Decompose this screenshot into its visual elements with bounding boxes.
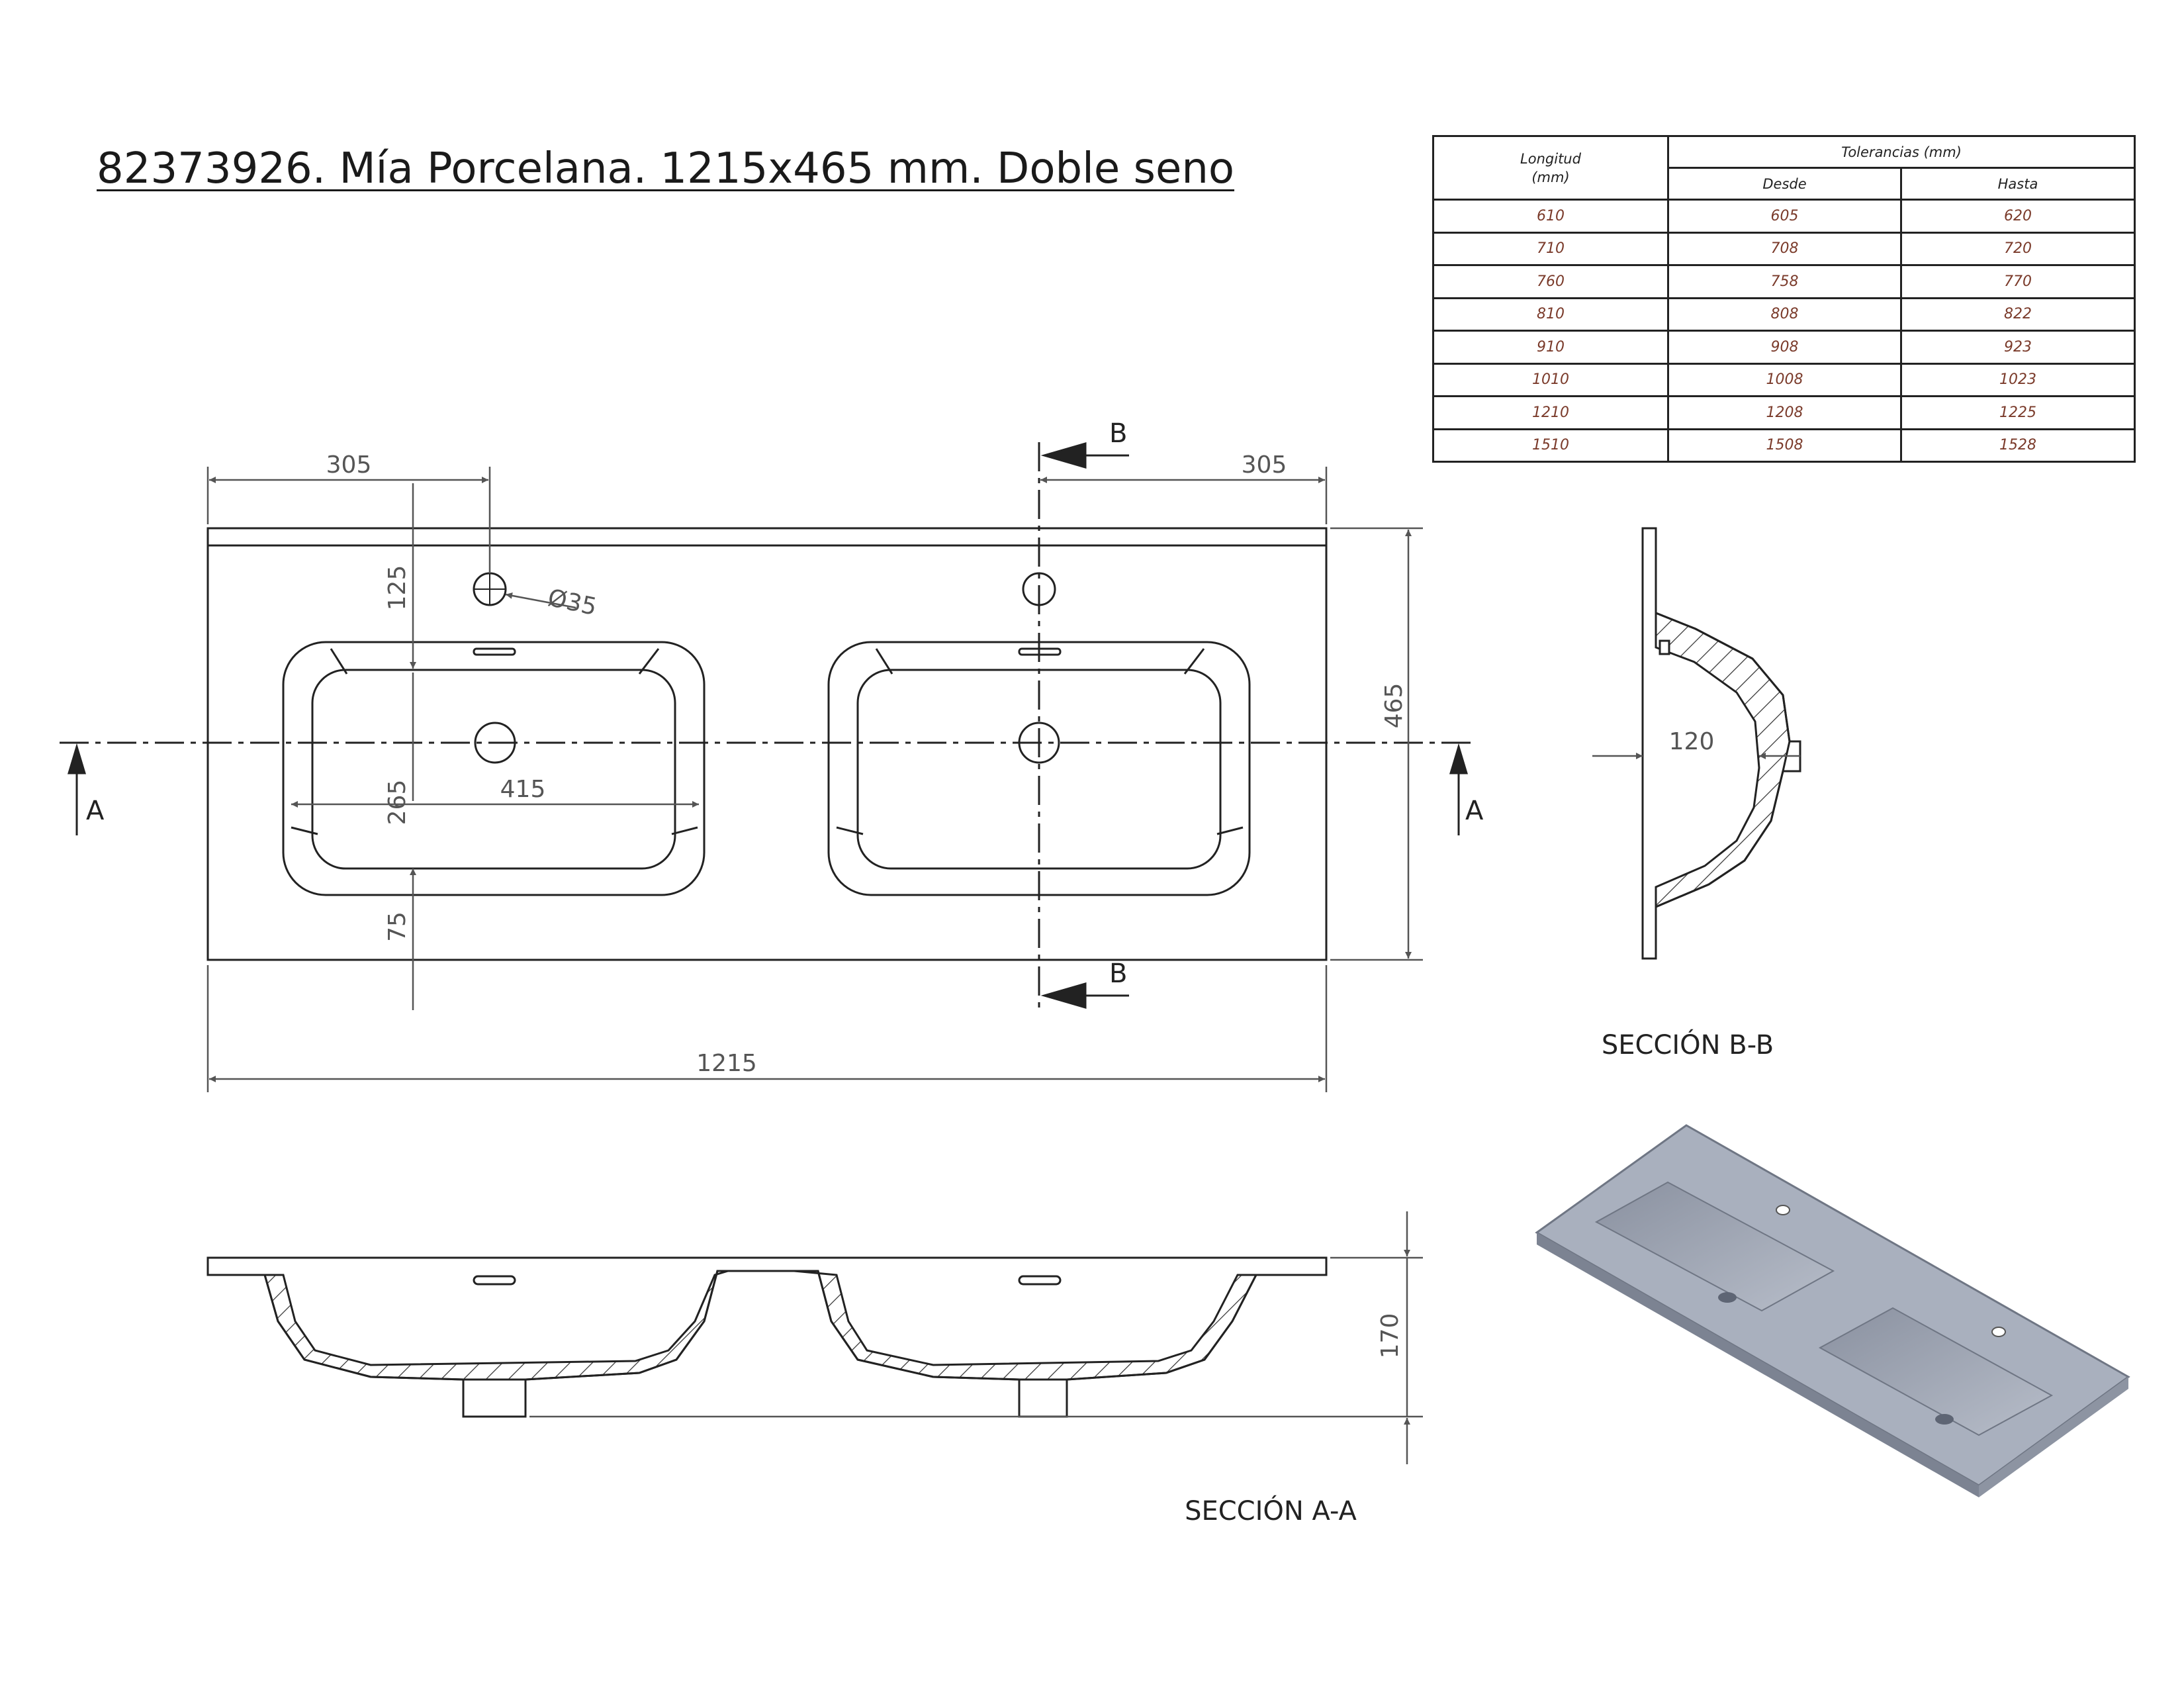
cell-length: 760 (1432, 264, 1669, 299)
dim-1215: 1215 (696, 1050, 757, 1077)
dim-75: 75 (384, 912, 411, 942)
cell-from: 1508 (1667, 428, 1902, 463)
cell-length: 1010 (1432, 362, 1669, 397)
render-top (1535, 1124, 2130, 1487)
cell-length: 1510 (1432, 428, 1669, 463)
plan-view (206, 527, 1328, 961)
dim-diameter-35: Ø35 (545, 585, 599, 622)
cell-length: 610 (1432, 199, 1669, 234)
header-to: Hasta (1900, 167, 2136, 201)
dimension-lines (206, 467, 1423, 1092)
render-front-edge (1537, 1233, 1979, 1497)
section-aa-hatch (263, 1270, 1258, 1381)
cell-from: 908 (1667, 330, 1902, 365)
drawing-title: 82373926. Mía Porcelana. 1215x465 mm. Do… (97, 144, 1235, 193)
dim-170: 170 (1377, 1313, 1404, 1359)
render-right-basin (1818, 1307, 2054, 1436)
cell-to: 720 (1900, 231, 2136, 266)
left-basin-corner (638, 648, 660, 675)
dim-415: 415 (500, 776, 546, 803)
render-right-drain-icon (1935, 1414, 1954, 1425)
cell-to: 620 (1900, 199, 2136, 234)
render-left-tap-hole-icon (1776, 1205, 1790, 1215)
right-basin-corner (1183, 648, 1205, 675)
render-left-basin (1594, 1181, 1835, 1312)
right-basin-corner (875, 648, 893, 675)
dim-120: 120 (1669, 728, 1715, 755)
arrow-left-icon (1040, 442, 1087, 469)
dim-left-305: 305 (326, 451, 372, 479)
cell-length: 910 (1432, 330, 1669, 365)
right-basin-corner (1216, 826, 1244, 835)
cell-to: 1225 (1900, 395, 2136, 430)
left-basin-corner (671, 826, 698, 835)
cell-to: 822 (1900, 297, 2136, 332)
header-length-line2: (mm) (1531, 169, 1570, 185)
cell-from: 708 (1667, 231, 1902, 266)
render-right-tap-hole-icon (1991, 1327, 2006, 1337)
section-a-left: A (86, 796, 105, 826)
left-basin-corner (330, 648, 348, 675)
cell-to: 1528 (1900, 428, 2136, 463)
dim-right-305: 305 (1242, 451, 1287, 479)
render-left-drain-icon (1718, 1292, 1737, 1303)
render-side-edge (1979, 1377, 2128, 1497)
cell-from: 605 (1667, 199, 1902, 234)
header-tolerances: Tolerancias (mm) (1667, 135, 2136, 169)
arrow-up-icon (1449, 743, 1469, 774)
cell-length: 710 (1432, 231, 1669, 266)
dim-465: 465 (1381, 683, 1408, 729)
cell-from: 1008 (1667, 362, 1902, 397)
section-bb-label: SECCIÓN B-B (1602, 1029, 1774, 1060)
section-b-bottom: B (1109, 959, 1127, 989)
cell-length: 810 (1432, 297, 1669, 332)
section-markers (67, 442, 1469, 1009)
left-basin-corner (291, 826, 318, 835)
left-basin-inner (311, 669, 676, 870)
cell-to: 923 (1900, 330, 2136, 365)
cell-to: 1023 (1900, 362, 2136, 397)
section-b-top: B (1109, 418, 1127, 449)
right-basin-corner (836, 826, 864, 835)
left-overflow-icon (473, 647, 516, 656)
header-length-line1: Longitud (1520, 150, 1581, 167)
cell-from: 808 (1667, 297, 1902, 332)
center-lines (60, 442, 1473, 1013)
cell-to: 770 (1900, 264, 2136, 299)
dim-265: 265 (384, 780, 411, 825)
overflow-slot-icon (1018, 1275, 1062, 1286)
overflow-slot-icon (473, 1275, 516, 1286)
cell-from: 758 (1667, 264, 1902, 299)
section-aa-label: SECCIÓN A-A (1185, 1495, 1357, 1526)
header-from: Desde (1667, 167, 1902, 201)
section-aa-outline (206, 1256, 1328, 1418)
dim-125: 125 (384, 565, 411, 611)
section-a-right: A (1465, 796, 1484, 826)
arrow-up-icon (67, 743, 87, 774)
arrow-left-icon (1040, 982, 1087, 1009)
cell-from: 1208 (1667, 395, 1902, 430)
section-bb-view (1592, 527, 1801, 960)
countertop-outline (206, 527, 1328, 961)
section-bb-hatch (1655, 611, 1791, 909)
header-length: Longitud (mm) (1432, 135, 1669, 201)
product-render (1535, 1124, 2130, 1497)
section-aa-view (206, 1211, 1423, 1464)
cell-length: 1210 (1432, 395, 1669, 430)
left-basin-outer (282, 641, 705, 896)
tolerance-table: Longitud (mm) Tolerancias (mm) Desde Has… (1432, 135, 2136, 463)
